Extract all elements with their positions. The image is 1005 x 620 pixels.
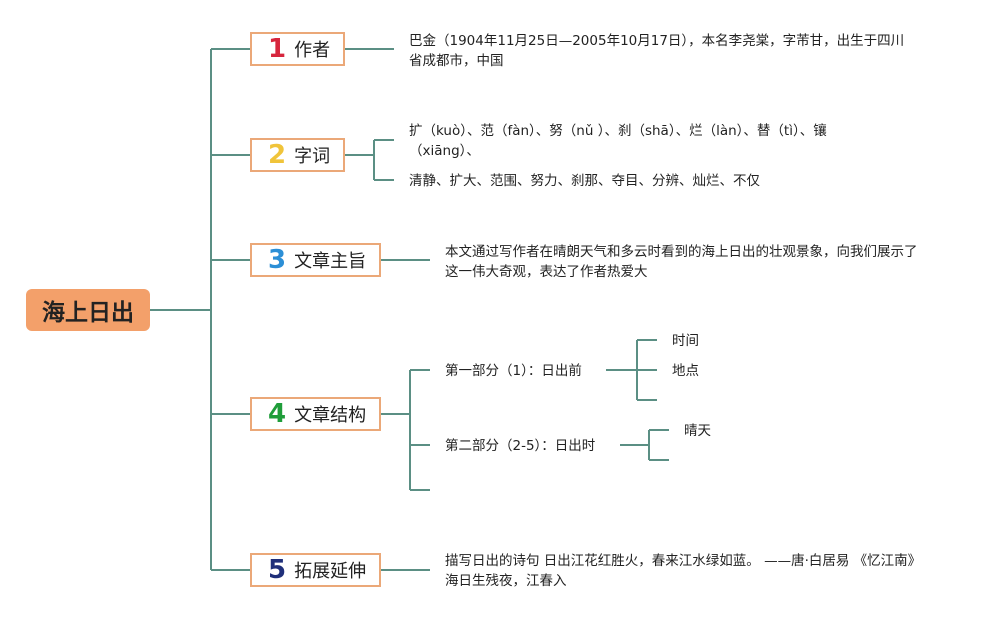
root-node[interactable]: 海上日出: [26, 289, 150, 331]
structure-part-1: 第一部分（1）：日出前: [445, 363, 582, 379]
author-detail-line-1: 巴金（1904年11月25日—2005年10月17日），本名李尧棠，字芾甘，出生…: [409, 33, 905, 49]
number-1-icon: 1: [268, 34, 287, 64]
vocabulary-detail-line-3: 清静、扩大、范围、努力、刹那、夺目、分辨、灿烂、不仅: [409, 173, 760, 189]
number-4-icon: 4: [268, 399, 287, 429]
structure-part-2: 第二部分（2-5）：日出时: [445, 438, 596, 454]
structure-part-1-child-place: 地点: [672, 363, 699, 379]
branch-author-label: 作者: [294, 40, 331, 61]
branch-extension-label: 拓展延伸: [294, 561, 367, 582]
number-2-icon: 2: [268, 140, 287, 170]
vocabulary-detail-line-1: 扩（kuò）、范（fàn）、努（nǔ ）、刹（shā）、烂（làn）、替（tì）…: [409, 123, 827, 139]
main-idea-detail-line-2: 这一伟大奇观，表达了作者热爱大: [445, 264, 648, 280]
number-3-icon: 3: [268, 245, 287, 275]
branch-vocabulary-label: 字词: [294, 146, 331, 167]
extension-detail-line-2: 海日生残夜，江春入: [445, 573, 567, 589]
root-label: 海上日出: [42, 300, 134, 326]
branch-extension[interactable]: 5 拓展延伸: [250, 553, 381, 587]
author-detail-line-2: 省成都市，中国: [409, 53, 504, 69]
branch-main-idea[interactable]: 3 文章主旨: [250, 243, 381, 277]
number-5-icon: 5: [268, 555, 287, 585]
structure-part-2-child-sunny: 晴天: [684, 423, 711, 439]
branch-structure[interactable]: 4 文章结构: [250, 397, 381, 431]
extension-detail-line-1: 描写日出的诗句 日出江花红胜火，春来江水绿如蓝。 ——唐·白居易 《忆江南》: [445, 553, 922, 569]
structure-part-1-child-time: 时间: [672, 333, 699, 349]
branch-vocabulary[interactable]: 2 字词: [250, 138, 345, 172]
branch-main-idea-label: 文章主旨: [294, 251, 367, 272]
main-idea-detail-line-1: 本文通过写作者在晴朗天气和多云时看到的海上日出的壮观景象，向我们展示了: [445, 244, 918, 260]
branch-structure-label: 文章结构: [294, 405, 367, 426]
branch-author[interactable]: 1 作者: [250, 32, 345, 66]
vocabulary-detail-line-2: （xiāng）、: [409, 143, 480, 159]
